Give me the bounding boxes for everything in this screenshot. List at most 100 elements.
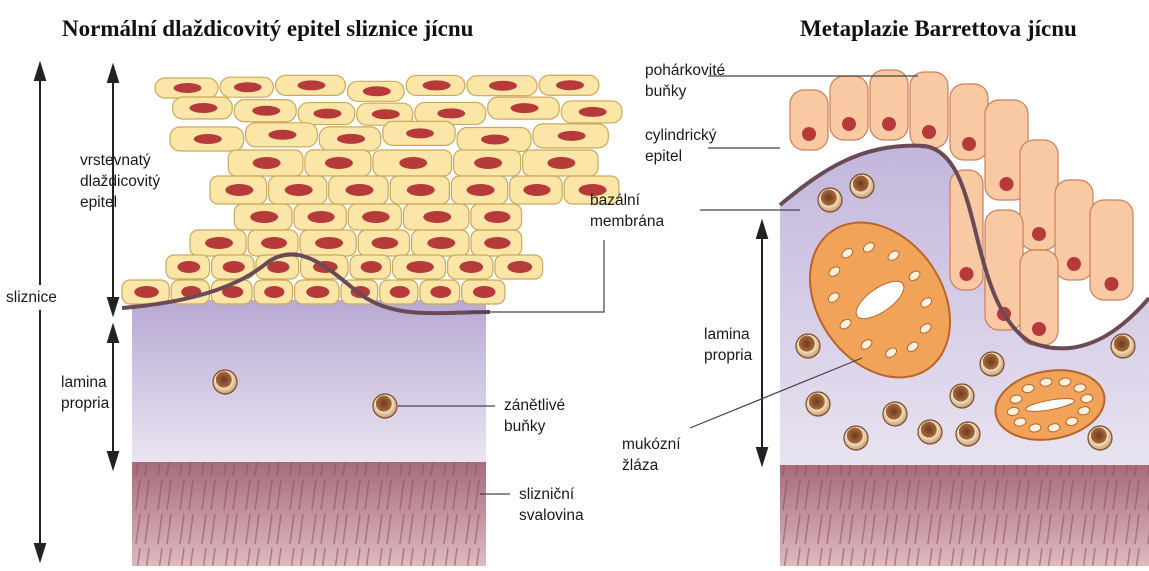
nucleus	[556, 80, 584, 90]
right-muscularis-mucosae	[780, 465, 1149, 566]
nucleus	[390, 286, 410, 298]
nucleus	[511, 103, 539, 113]
nucleus	[261, 237, 287, 249]
nucleus	[579, 107, 607, 117]
inflammatory-cell	[844, 426, 868, 450]
nucleus	[252, 106, 280, 116]
nucleus	[205, 237, 233, 249]
nucleus	[253, 157, 281, 169]
nucleus	[842, 117, 856, 131]
nucleus	[372, 237, 399, 249]
nucleus	[547, 157, 575, 169]
left-lamina-propria	[132, 300, 486, 465]
nucleus	[406, 261, 434, 273]
right-panel-title: Metaplazie Barrettova jícnu	[800, 16, 1077, 42]
nucleus	[427, 237, 455, 249]
nucleus	[1105, 277, 1119, 291]
label-sliznice: sliznice	[6, 285, 57, 310]
inflammatory-cell	[806, 392, 830, 416]
inflammatory-cell	[918, 420, 942, 444]
nucleus	[194, 134, 222, 144]
nucleus	[1000, 177, 1014, 191]
nucleus	[308, 211, 335, 223]
nucleus	[313, 109, 341, 119]
nucleus	[234, 82, 262, 92]
nucleus	[177, 261, 200, 273]
nucleus	[134, 286, 159, 298]
nucleus	[225, 184, 253, 196]
nucleus	[399, 157, 427, 169]
nucleus	[484, 237, 510, 249]
nucleus	[315, 237, 343, 249]
nucleus	[337, 134, 365, 144]
inflammatory-cell	[1088, 426, 1112, 450]
nucleus	[882, 117, 896, 131]
squamous-epithelium	[122, 75, 622, 304]
label-zanetlive-bunky: zánětlivé buňky	[504, 395, 565, 437]
nucleus	[523, 184, 550, 196]
nucleus	[407, 184, 435, 196]
nucleus	[267, 261, 289, 273]
inflammatory-cell	[850, 174, 874, 198]
nucleus	[361, 261, 382, 273]
nucleus	[406, 128, 434, 138]
nucleus	[223, 261, 245, 273]
nucleus	[467, 184, 495, 196]
label-bazalni-membrana: bazální membrána	[590, 190, 664, 232]
nucleus	[306, 286, 329, 298]
nucleus	[1067, 257, 1081, 271]
left-muscularis-mucosae	[132, 462, 486, 566]
inflammatory-cell	[950, 384, 974, 408]
nucleus	[423, 80, 451, 90]
nucleus	[437, 108, 465, 118]
nucleus	[558, 131, 586, 141]
nucleus	[960, 267, 974, 281]
inflammatory-cell	[796, 334, 820, 358]
label-poharkovite-bunky: pohárkovité buňky	[645, 60, 725, 102]
inflammatory-cell	[818, 188, 842, 212]
inflammatory-cell	[980, 352, 1004, 376]
inflammatory-cell	[883, 402, 907, 426]
inflammatory-cell	[213, 370, 237, 394]
nucleus	[459, 261, 483, 273]
nucleus	[473, 286, 496, 298]
nucleus	[1032, 322, 1046, 336]
nucleus	[507, 261, 532, 273]
label-mukozni-zlaza: mukózní žláza	[622, 434, 681, 476]
nucleus	[430, 286, 451, 298]
nucleus	[922, 125, 936, 139]
nucleus	[484, 211, 510, 223]
nucleus	[285, 184, 313, 196]
nucleus	[363, 86, 391, 96]
inflammatory-cell	[956, 422, 980, 446]
inflammatory-cell	[1111, 334, 1135, 358]
nucleus	[297, 80, 325, 90]
nucleus	[474, 157, 502, 169]
inflammatory-cell	[373, 394, 397, 418]
nucleus	[250, 211, 278, 223]
label-lamina-propria-right: lamina propria	[704, 324, 752, 366]
nucleus	[325, 157, 353, 169]
label-slizncni-svalovina: slizniční svalovina	[519, 484, 584, 526]
lamina-right-arrow	[757, 222, 767, 464]
nucleus	[174, 83, 202, 93]
nucleus	[1032, 227, 1046, 241]
nucleus	[481, 134, 509, 144]
nucleus	[264, 286, 284, 298]
left-panel-title: Normální dlaždicovitý epitel sliznice jí…	[62, 16, 473, 42]
label-vrstevnaty-epitel: vrstevnatý dlaždicovitý epitel	[80, 150, 160, 213]
lamina-left-arrow	[108, 326, 118, 468]
nucleus	[372, 109, 400, 119]
nucleus	[489, 81, 517, 91]
nucleus	[362, 211, 390, 223]
nucleus	[268, 130, 296, 140]
nucleus	[962, 137, 976, 151]
nucleus	[802, 127, 816, 141]
nucleus	[345, 184, 373, 196]
label-cylindricky-epitel: cylindrický epitel	[645, 125, 716, 167]
nucleus	[189, 103, 217, 113]
nucleus	[423, 211, 451, 223]
label-lamina-propria-left: lamina propria	[61, 372, 109, 414]
